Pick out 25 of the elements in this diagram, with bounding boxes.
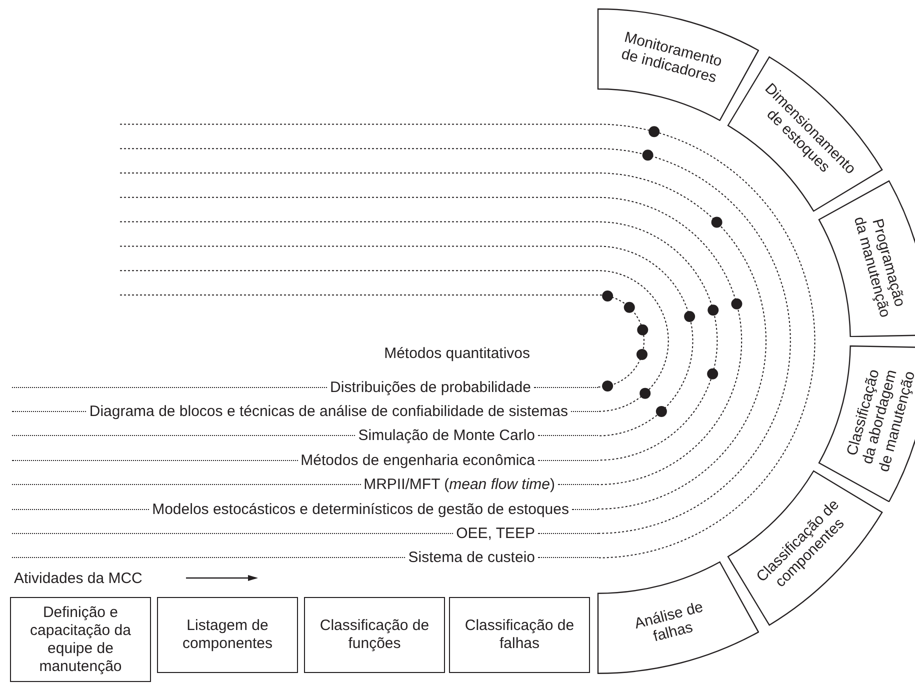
- method-label: Sistema de custeio: [407, 550, 536, 566]
- activity-label: Classificação de falhas: [464, 617, 574, 653]
- method-label: MRPII/MFT (mean flow time): [362, 477, 556, 492]
- activity-segment: [818, 344, 915, 502]
- activity-label: Classificação de funções: [320, 617, 430, 653]
- method-label: Métodos de engenharia econômica: [300, 452, 536, 468]
- method-label: Simulação de Monte Carlo: [357, 428, 536, 444]
- activity-box: [304, 597, 445, 673]
- activity-label: Definição e capacitação da equipe de manutenção: [29, 604, 132, 676]
- activity-segment: [597, 560, 760, 674]
- activity-box: [10, 597, 151, 682]
- method-label: Distribuições de probabilidade: [329, 380, 532, 394]
- activity-segment: [727, 56, 884, 212]
- method-label: Diagrama de blocos e técnicas de análise de confiabilidade de sistemas: [88, 404, 569, 419]
- activity-segment: [818, 180, 915, 338]
- activity-segment: [597, 8, 760, 122]
- activity-label: Análise de falhas: [632, 597, 706, 648]
- method-label: Modelos estocásticos e determinísticos de gestão de estoques: [151, 502, 570, 516]
- activity-segment: [727, 470, 884, 626]
- heading-label: Métodos quantitativos: [384, 344, 530, 364]
- axis-label: Atividades da MCC: [14, 569, 142, 589]
- method-label: OEE, TEEP: [455, 526, 536, 541]
- activity-box: [157, 597, 298, 673]
- activity-box: [449, 597, 590, 673]
- activity-label: Listagem de componentes: [181, 617, 274, 653]
